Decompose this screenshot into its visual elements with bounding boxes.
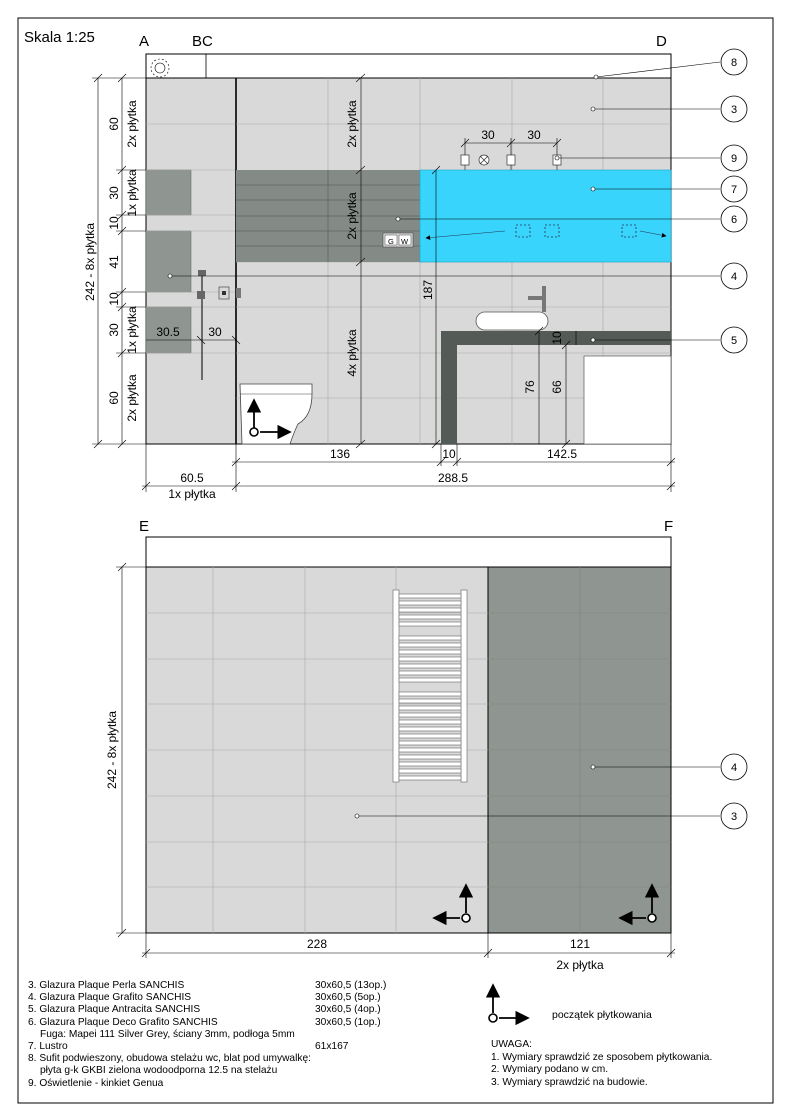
legend-format: 30x60,5 (1op.) (315, 1016, 381, 1028)
legend-row: 5. Glazura Plaque Antracita SANCHIS 30x60… (28, 1004, 386, 1016)
dim-30-5: 30.5 (156, 325, 180, 339)
legend-format: 30x60,5 (4op.) (315, 1004, 381, 1016)
dim-left-30-top: 30 (107, 186, 121, 200)
wall-label-a: A (139, 33, 149, 50)
legend-name: 7. Lustro (28, 1041, 68, 1053)
ceiling-light-icon (150, 58, 170, 78)
callout-8: 8 (731, 57, 737, 69)
callout-3: 3 (731, 104, 737, 116)
wall-label-f: F (664, 518, 673, 535)
legend-name: 6. Glazura Plaque Deco Grafito SANCHIS (28, 1016, 218, 1028)
vanity-counter (441, 331, 672, 445)
dim-136: 136 (330, 447, 350, 461)
faucet-icon (528, 286, 546, 312)
dim-left-30-bottom: 30 (107, 323, 121, 337)
dim-142-5: 142.5 (547, 447, 577, 461)
materials-legend: 3. Glazura Plaque Perla SANCHIS 30x60,5 (… (28, 980, 386, 1090)
note-item: 2. Wymiary podano w cm. (491, 1064, 609, 1076)
tile-label-d: 1x płytka (125, 306, 139, 354)
legend-format: 61x167 (315, 1041, 349, 1053)
callout-3-bottom: 3 (731, 811, 737, 823)
scale-label: Skala 1:25 (24, 29, 95, 46)
dim-left-41: 41 (107, 255, 121, 269)
legend-fuga: Fuga: Mapei 111 Silver Grey, ściany 3mm,… (40, 1028, 295, 1040)
tiling-start-icon-2 (432, 883, 474, 926)
notes-title: UWAGA: (491, 1039, 532, 1050)
tile-label-e: 2x płytka (125, 374, 139, 422)
note-item: 1. Wymiary sprawdzić ze sposobem płytkow… (491, 1051, 713, 1063)
dim-30-shower: 30 (208, 325, 222, 339)
dim-top-30-a: 30 (481, 128, 495, 142)
shower-set (197, 270, 241, 380)
tiling-start-key-icon (485, 983, 530, 1026)
overall-height-bottom: 242 - 8x płytka (105, 711, 119, 789)
dim-left-60-top: 60 (107, 117, 121, 131)
sheet-border (17, 17, 774, 1104)
tile-label-bottom: 1x płytka (168, 487, 216, 501)
dim-top-30-b: 30 (527, 128, 541, 142)
wall-label-bc: BC (192, 33, 213, 50)
legend-format: 30x60,5 (5op.) (315, 992, 381, 1004)
legend-name: 3. Glazura Plaque Perla SANCHIS (28, 980, 185, 991)
note-item: 3. Wymiary sprawdzić na budowie. (491, 1076, 648, 1088)
callout-4: 4 (731, 271, 737, 283)
elevation-e-f: E F (105, 518, 748, 972)
tiling-start-key-label: początek płytkowania (552, 1009, 652, 1021)
legend-row: 7. Lustro 61x167 (28, 1041, 386, 1053)
dim-187: 187 (421, 280, 435, 300)
callout-4-bottom: 4 (731, 762, 737, 774)
dim-76: 76 (523, 380, 537, 394)
tile-label-a: 2x płytka (125, 100, 139, 148)
washbasin (475, 311, 549, 331)
callout-7: 7 (731, 184, 737, 196)
ceiling-band (145, 53, 672, 79)
tiling-start-icon (246, 398, 292, 440)
dim-288-5: 288.5 (438, 471, 468, 485)
notes-block: UWAGA: 1. Wymiary sprawdzić ze sposobem … (491, 1039, 712, 1089)
callout-6: 6 (731, 214, 737, 226)
tile-label-121: 2x płytka (556, 958, 604, 972)
grafito-tile-left-2 (145, 230, 192, 293)
legend-8a: 8. Sufit podwieszony, obudowa stelażu wc… (28, 1053, 311, 1065)
mirror-box-2 (544, 224, 560, 238)
towel-radiator (392, 589, 468, 783)
callout-5: 5 (731, 335, 737, 347)
legend-name: 4. Glazura Plaque Grafito SANCHIS (28, 992, 192, 1004)
dim-66: 66 (550, 380, 564, 394)
dim-left-60-bottom: 60 (107, 391, 121, 405)
overall-height-top: 242 - 8x płytka (83, 223, 97, 301)
mirror-box-3 (621, 224, 637, 238)
grafito-tile-left-1 (145, 169, 192, 216)
dim-left-10-bottom: 10 (107, 292, 121, 306)
wall-label-e: E (139, 518, 149, 535)
dim-left-10-top: 10 (107, 216, 121, 230)
dim-121: 121 (570, 937, 590, 951)
mirror-box-1 (515, 224, 531, 238)
tile-label-b: 1x płytka (125, 169, 139, 217)
legend-format: 30x60,5 (13op.) (315, 980, 387, 991)
tile-label-col-lower: 4x płytka (345, 329, 359, 377)
switch-label-g: G (388, 237, 394, 246)
legend-8b: płyta g-k GKBI zielona wodoodporna 12.5 … (40, 1065, 278, 1077)
dim-60-5: 60.5 (180, 471, 204, 485)
dim-228: 228 (307, 937, 327, 951)
legend-9: 9. Oświetlenie - kinkiet Genua (28, 1077, 164, 1089)
tiling-start-icon-3 (618, 883, 660, 926)
elevation-a-d: A BC D (83, 33, 748, 501)
tile-label-col-mid: 2x płytka (345, 192, 359, 240)
ceiling-band-2 (145, 536, 672, 568)
switch-label-w: W (401, 237, 409, 246)
callout-9: 9 (731, 153, 737, 165)
dim-10-counter: 10 (550, 331, 564, 345)
legend-row: 3. Glazura Plaque Perla SANCHIS 30x60,5 (… (28, 980, 386, 992)
tile-label-col-upper: 2x płytka (345, 100, 359, 148)
legend-row: 4. Glazura Plaque Grafito SANCHIS 30x60,5… (28, 992, 386, 1004)
dim-10-bottom: 10 (442, 447, 456, 461)
legend-row: 6. Glazura Plaque Deco Grafito SANCHIS 30… (28, 1017, 386, 1029)
legend-name: 5. Glazura Plaque Antracita SANCHIS (28, 1004, 201, 1016)
mirror (419, 169, 672, 263)
wall-label-d: D (656, 33, 667, 50)
